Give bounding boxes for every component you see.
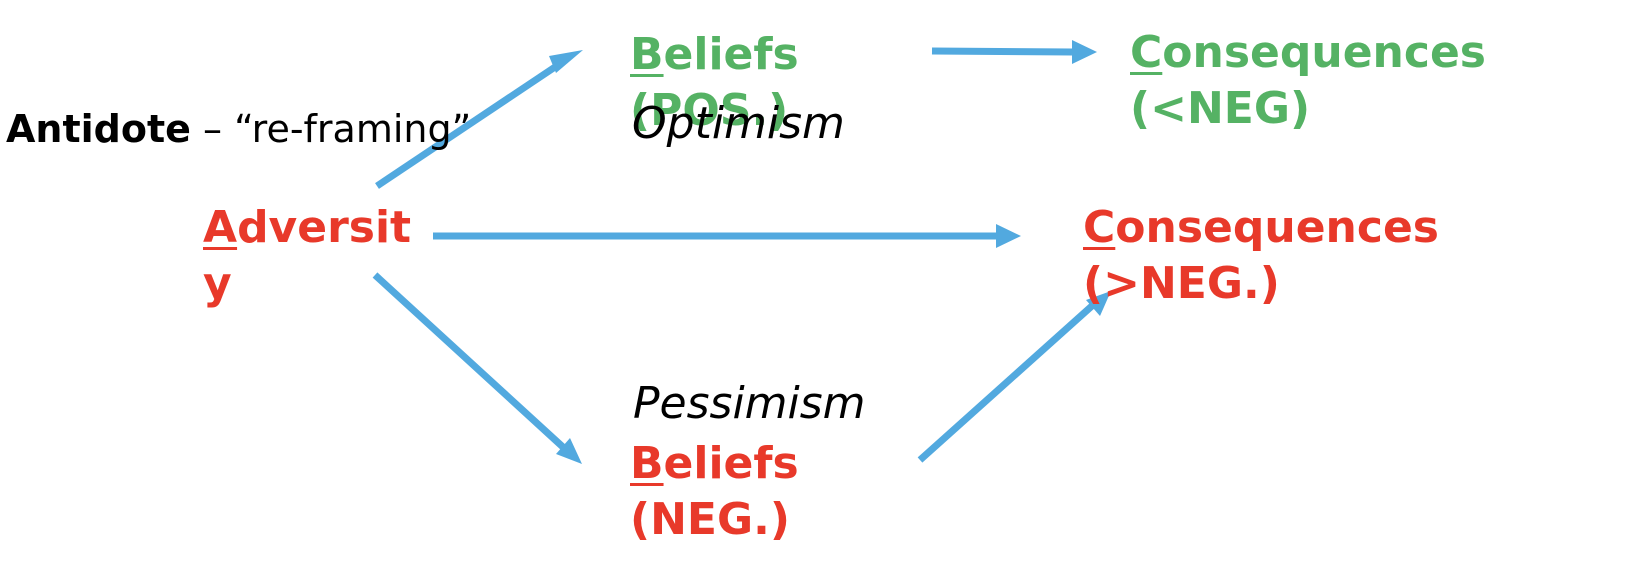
arrow-adversity-to-beliefs-pos [375, 50, 583, 189]
antidote-label: Antidote – “re-framing” [6, 106, 471, 152]
consequences-neg-line1: Consequences [1083, 200, 1439, 256]
consequences-pos-node: Consequences (<NEG) [1130, 25, 1486, 137]
pessimism-label: Pessimism [633, 378, 866, 429]
consequences-pos-initial: C [1130, 27, 1163, 78]
consequences-pos-line1-rest: onsequences [1162, 27, 1486, 78]
consequences-neg-line2: (>NEG.) [1083, 258, 1280, 309]
beliefs-neg-line1: Beliefs [630, 436, 799, 492]
beliefs-pos-node: Beliefs (POS.) [630, 27, 799, 139]
beliefs-neg-node: Beliefs (NEG.) [630, 436, 799, 548]
arrow-adversity-to-consequences-neg [433, 224, 1021, 248]
consequences-pos-line1: Consequences [1130, 25, 1486, 81]
beliefs-pos-line1: Beliefs [630, 27, 799, 83]
adversity-initial: A [203, 202, 238, 253]
antidote-rest: – “re-framing” [190, 107, 472, 151]
antidote-bold: Antidote [6, 107, 191, 151]
beliefs-pos-initial: B [630, 29, 664, 80]
arrow-beliefs-neg-to-consequences-neg [917, 291, 1111, 463]
consequences-neg-line1-rest: onsequences [1115, 202, 1439, 253]
adversity-node: Adversit y [203, 200, 411, 312]
adversity-line1: Adversit [203, 200, 411, 256]
beliefs-neg-line2: (NEG.) [630, 494, 790, 545]
consequences-neg-initial: C [1083, 202, 1116, 253]
arrow-beliefs-pos-to-consequences-pos [931, 40, 1097, 64]
adversity-line1-rest: dversit [237, 202, 412, 253]
optimism-label: Optimism [632, 98, 845, 149]
beliefs-pos-line1-rest: eliefs [663, 29, 799, 80]
consequences-neg-node: Consequences (>NEG.) [1083, 200, 1439, 312]
consequences-pos-line2: (<NEG) [1130, 83, 1311, 134]
arrow-adversity-to-beliefs-neg [372, 272, 582, 464]
beliefs-neg-initial: B [630, 438, 664, 489]
beliefs-pos-line2: (POS.) [630, 85, 789, 136]
adversity-line2: y [203, 258, 232, 309]
beliefs-neg-line1-rest: eliefs [663, 438, 799, 489]
